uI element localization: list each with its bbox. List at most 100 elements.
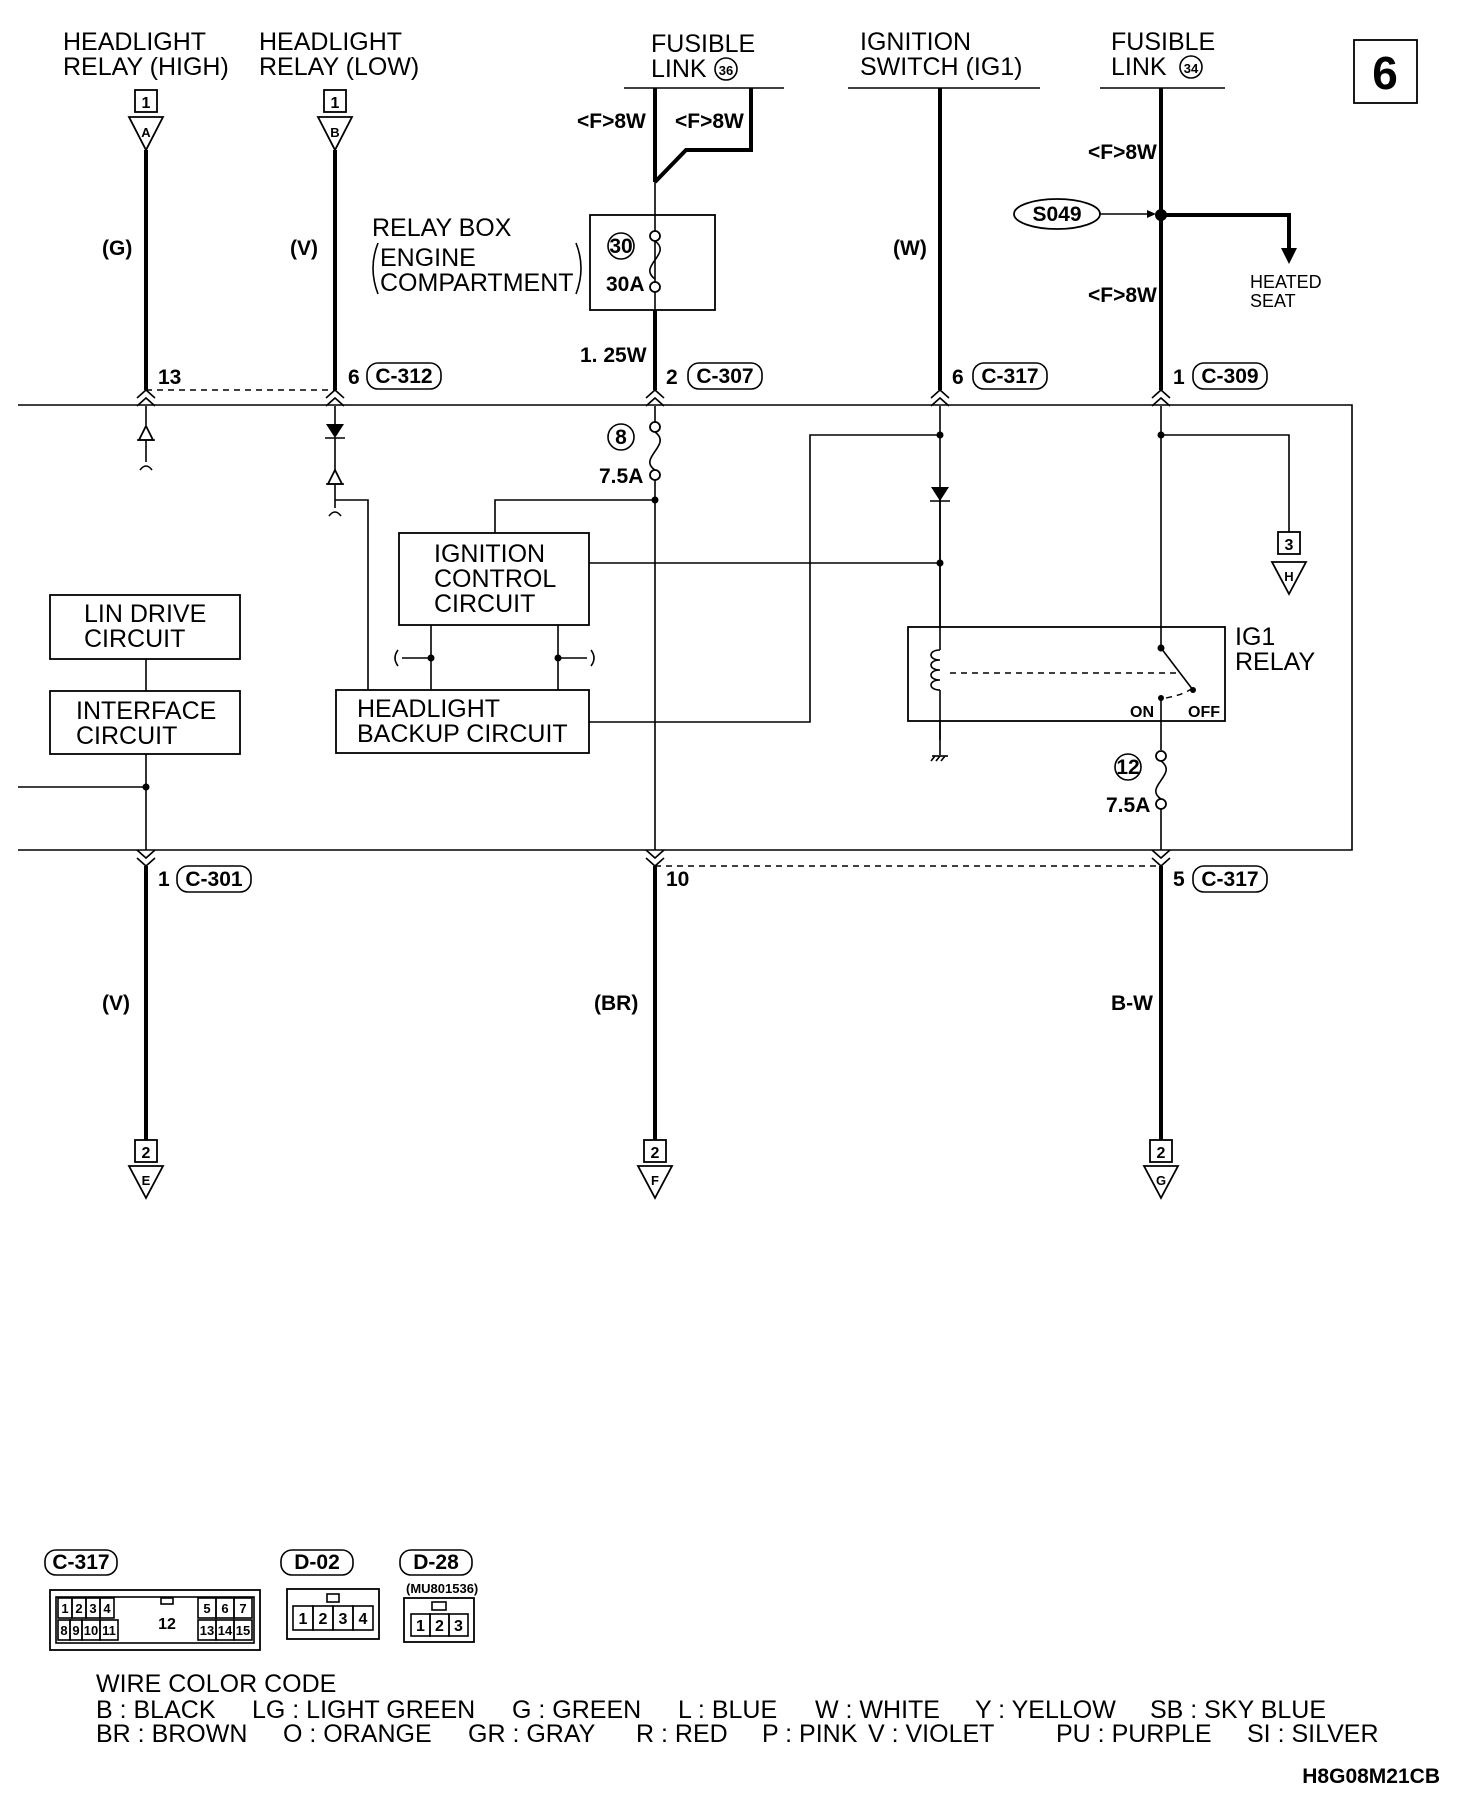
connector-c301-badge — [176, 865, 252, 893]
interface-circuit-box — [49, 690, 241, 755]
d02-pin-number: 2 — [319, 1611, 328, 1628]
c317-pin-number: 6 — [221, 1601, 228, 1616]
connector-c301: C-301 — [185, 868, 243, 891]
ig1-relay-label-2: RELAY — [1235, 648, 1315, 676]
ignition-switch-label-2: SWITCH (IG1) — [860, 53, 1023, 81]
d02-pin-number: 1 — [299, 1611, 308, 1628]
ig1-relay-switch-arm — [1160, 647, 1194, 691]
connector-view-d28-badge — [399, 1549, 473, 1576]
ground-hatch-1 — [930, 755, 936, 762]
c317-pin-number: 4 — [103, 1601, 111, 1616]
ig1-relay-coil — [930, 649, 941, 691]
pin-2-c307: 2 — [666, 366, 678, 389]
ig1-relay-off: OFF — [1188, 704, 1220, 721]
ig1-relay-label-1: IG1 — [1235, 623, 1275, 651]
internal-stub-ic-1-break — [394, 649, 399, 667]
pin-13: 13 — [158, 366, 181, 389]
internal-diode-a — [137, 423, 155, 441]
wire-color-g: (G) — [102, 237, 132, 260]
svg-text:12: 12 — [158, 1616, 176, 1633]
connector-view-d28-label: D-28 — [413, 1551, 459, 1574]
lin-drive-label-1: LIN DRIVE — [84, 600, 206, 628]
connector-c317-top: C-317 — [981, 365, 1038, 388]
c317-pin-cell — [99, 1597, 115, 1619]
fuse-30-terminal-top — [649, 230, 661, 242]
fuse-8-number: 8 — [615, 426, 627, 449]
off-page-connector-g: 2 G — [1142, 1139, 1180, 1200]
headlight-relay-low-label-1: HEADLIGHT — [259, 28, 402, 56]
page-number: 6 — [1372, 47, 1398, 99]
pin-10: 10 — [666, 868, 689, 891]
heated-seat-label-2: SEAT — [1250, 291, 1296, 311]
connector-c312-badge — [366, 362, 442, 390]
fusible-link-34-label-1: FUSIBLE — [1111, 28, 1215, 56]
fuse-30-element — [649, 240, 661, 280]
page-number-box — [1353, 39, 1418, 104]
internal-wire-b-to-backup — [335, 499, 369, 690]
fuse-8-terminal-bottom — [649, 469, 661, 481]
connector-c309-badge — [1192, 362, 1268, 390]
ignition-switch-label-1: IGNITION — [860, 28, 971, 56]
color-code-entry: B : BLACK — [96, 1696, 216, 1724]
color-code-entry: W : WHITE — [815, 1696, 940, 1724]
ig1-relay-box — [907, 626, 1226, 722]
ig1-relay-arc — [1165, 687, 1193, 699]
color-code-entry: SI : SILVER — [1247, 1720, 1379, 1748]
color-code-entry: SB : SKY BLUE — [1150, 1696, 1326, 1724]
ig1-relay-on: ON — [1130, 704, 1154, 721]
bottom-connector-chevrons — [136, 849, 1171, 868]
connector-c317-bottom-badge — [1192, 865, 1268, 893]
svg-text:3: 3 — [1285, 537, 1294, 554]
pin-6-c312: 6 — [348, 366, 360, 389]
d02-pin-number: 3 — [339, 1611, 348, 1628]
c317-pin-number: 13 — [200, 1623, 214, 1638]
d28-pin-number: 2 — [435, 1618, 444, 1635]
relay-box-title: RELAY BOX — [372, 214, 512, 242]
wire-color-bw: B-W — [1111, 992, 1153, 1015]
fuse-30-terminal-bottom — [649, 281, 661, 293]
pin-1-c301: 1 — [158, 868, 170, 891]
c317-pin-cell — [99, 1619, 119, 1641]
color-code-entry: R : RED — [636, 1720, 728, 1748]
fusible-link-36-circle — [714, 57, 738, 81]
fuse-12-element — [1155, 760, 1167, 800]
junction-interface — [142, 783, 150, 791]
ignition-control-label-2: CONTROL — [434, 565, 556, 593]
wire-f8w-right — [653, 88, 753, 184]
relay-box-sub-2: COMPARTMENT — [380, 269, 574, 297]
headlight-relay-low-label-2: RELAY (LOW) — [259, 53, 419, 81]
color-code-entry: Y : YELLOW — [975, 1696, 1116, 1724]
relay-box-paren-left — [372, 242, 379, 295]
ignition-control-circuit-box — [398, 532, 590, 626]
color-code-entry: PU : PURPLE — [1056, 1720, 1212, 1748]
wire-size-f8w-left: <F>8W — [577, 110, 646, 133]
fuse-12-terminal-bottom — [1155, 798, 1167, 810]
c317-pin-number: 14 — [218, 1623, 233, 1638]
headlight-backup-label-2: BACKUP CIRCUIT — [357, 720, 568, 748]
fuse-8-rating: 7.5A — [599, 465, 643, 488]
connector-c317-bottom: C-317 — [1201, 868, 1258, 891]
wire-color-br: (BR) — [594, 992, 638, 1015]
color-code-entry: LG : LIGHT GREEN — [252, 1696, 475, 1724]
internal-stub-ic-2-break — [590, 649, 595, 667]
d02-pin-cell — [352, 1605, 374, 1631]
fuse-30-circle — [607, 232, 635, 260]
ground-hatch-3 — [940, 755, 946, 762]
diagram-code: H8G08M21CB — [1302, 1765, 1440, 1788]
svg-text:G: G — [1156, 1173, 1166, 1188]
fuse-8-circle — [607, 423, 635, 451]
d28-pin-number: 3 — [454, 1618, 463, 1635]
color-code-entry: L : BLUE — [678, 1696, 777, 1724]
fuse-12-circle — [1114, 753, 1142, 781]
wire-size-fl34-top: <F>8W — [1088, 141, 1157, 164]
off-page-connector-f: 2 F — [636, 1139, 674, 1200]
c317-pin-cell — [233, 1619, 253, 1641]
headlight-backup-circuit-box — [335, 689, 590, 754]
connector-view-c317-label: C-317 — [52, 1551, 109, 1574]
connector-c317-top-badge — [972, 362, 1048, 390]
fuse-12-terminal-top — [1155, 750, 1167, 762]
wire-color-v-top: (V) — [290, 237, 318, 260]
